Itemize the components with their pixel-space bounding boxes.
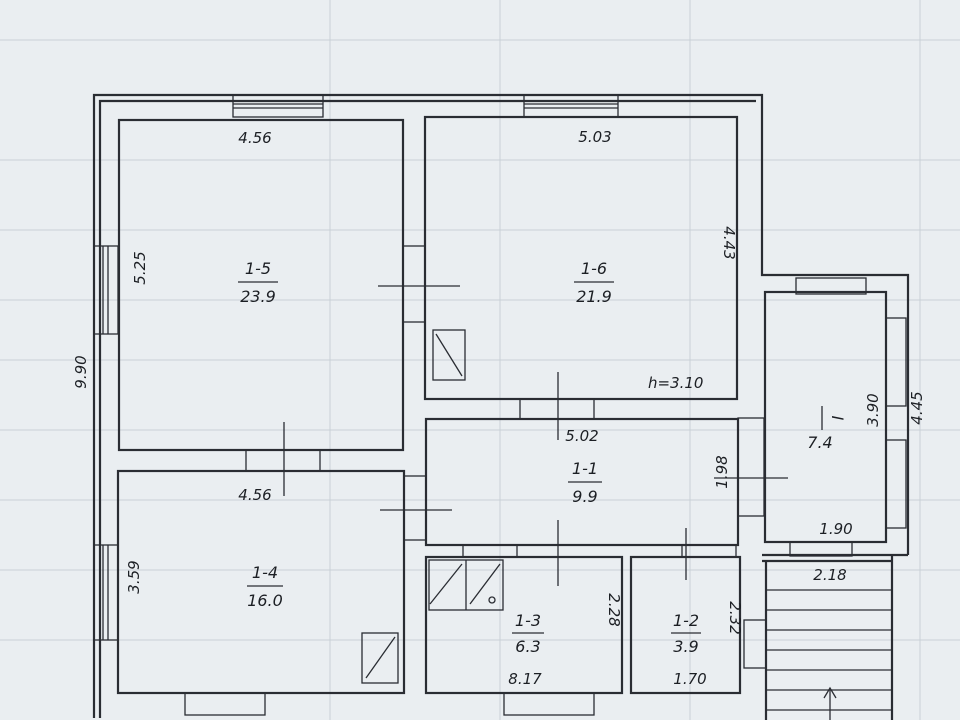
room-1-1-top-dimension: 5.02 — [565, 427, 598, 445]
room-1-3-side-dimension: 2.28 — [605, 593, 623, 626]
room-1-4-top-dimension: 4.56 — [238, 486, 271, 504]
stove-symbol — [432, 329, 466, 381]
entrance-stairs: 2.18 — [764, 561, 894, 720]
room-1-2-id: 1-2 — [673, 611, 699, 630]
room-annex-area: 7.4 — [807, 433, 832, 452]
annex-bottom-overall-dimension: 2.18 — [813, 566, 846, 584]
room-1-2-side-dimension: 2.32 — [726, 601, 744, 634]
room-1-5-side-dimension: 5.25 — [131, 251, 149, 284]
room-1-5: 4.56 5.25 1-5 23.9 — [117, 118, 405, 452]
room-annex-I: I 7.4 3.90 1.90 — [763, 290, 888, 544]
door-openings — [245, 245, 853, 586]
room-1-5-id: 1-5 — [245, 259, 271, 278]
overall-left-dimension: 9.90 — [72, 355, 90, 388]
room-1-6-side-dimension: 4.43 — [720, 226, 738, 259]
room-1-1-area: 9.9 — [572, 487, 597, 506]
room-1-6: 5.03 4.43 1-6 21.9 h=3.10 — [423, 115, 739, 401]
room-1-6-id: 1-6 — [581, 259, 607, 278]
room-1-1: 5.02 1.98 1-1 9.9 — [424, 417, 740, 547]
room-1-2: 1.70 2.32 1-2 3.9 — [629, 555, 744, 695]
room-1-2-area: 3.9 — [673, 637, 698, 656]
room-1-6-top-dimension: 5.03 — [578, 128, 611, 146]
room-1-4: 4.56 3.59 1-4 16.0 — [116, 469, 406, 695]
room-1-3-area: 6.3 — [515, 637, 540, 656]
room-1-3: 8.17 2.28 1-3 6.3 — [424, 555, 624, 695]
room-1-5-top-dimension: 4.56 — [238, 129, 271, 147]
room-1-6-area: 21.9 — [576, 287, 612, 306]
annex-right-overall-dimension: 4.45 — [908, 391, 926, 424]
room-1-4-area: 16.0 — [247, 591, 283, 610]
room-1-4-side-dimension: 3.59 — [125, 560, 143, 593]
room-1-1-id: 1-1 — [572, 459, 598, 478]
room-1-3-bottom-dimension: 8.17 — [508, 670, 542, 688]
room-1-5-area: 23.9 — [240, 287, 276, 306]
room-1-3-id: 1-3 — [515, 611, 541, 630]
room-1-4-id: 1-4 — [252, 563, 278, 582]
room-1-1-side-dimension: 1.98 — [713, 455, 731, 488]
room-1-6-height-note: h=3.10 — [648, 374, 703, 392]
room-annex-id: I — [828, 416, 847, 421]
exterior-walls — [92, 93, 910, 718]
stove-symbol-2 — [361, 632, 399, 684]
room-annex-bottom-dimension: 1.90 — [819, 520, 852, 538]
room-1-2-bottom-dimension: 1.70 — [673, 670, 706, 688]
room-annex-side-dimension: 3.90 — [864, 393, 882, 426]
